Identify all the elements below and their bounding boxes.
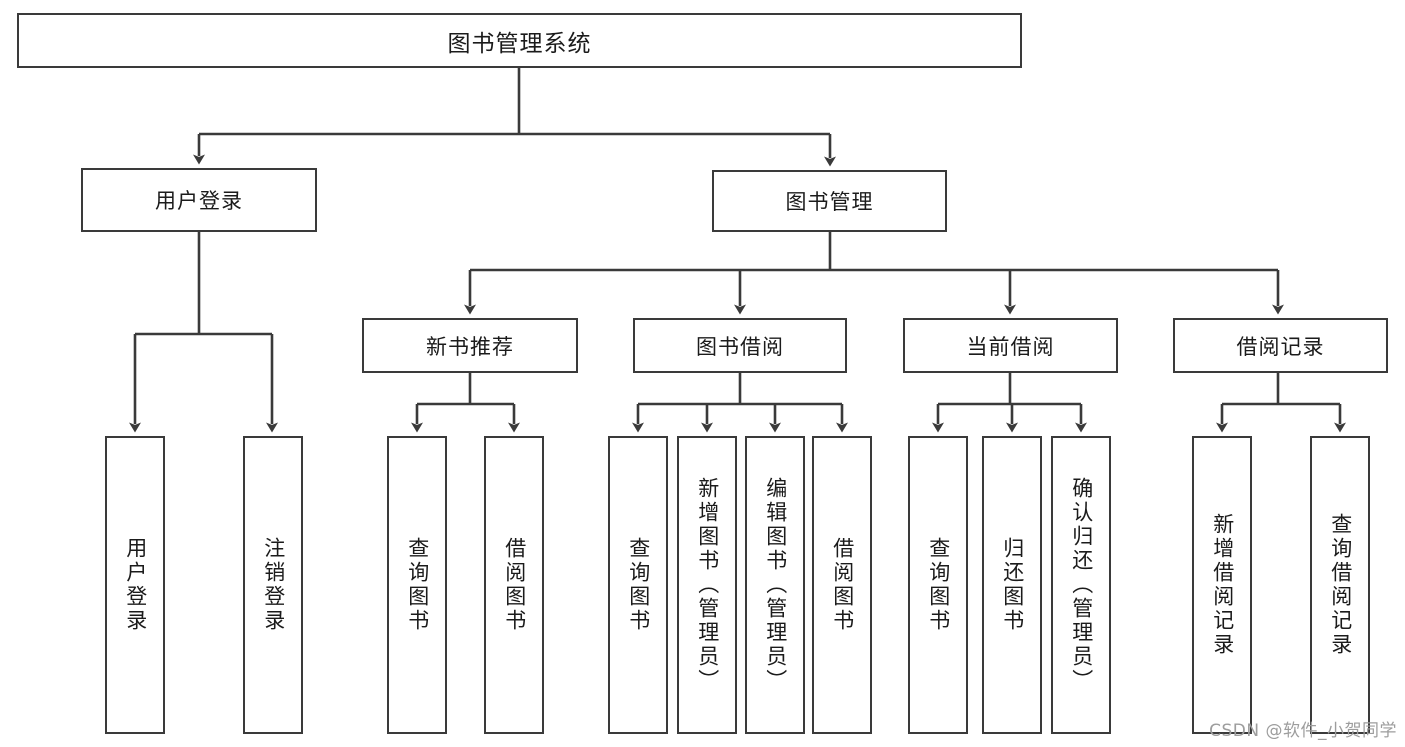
- leaf-node[interactable]: 确认归还（管理员）: [1051, 436, 1111, 734]
- leaf-node[interactable]: 查询图书: [908, 436, 968, 734]
- node-user-login[interactable]: 用户登录: [81, 168, 317, 232]
- leaf-node[interactable]: 注销登录: [243, 436, 303, 734]
- node-root[interactable]: 图书管理系统: [17, 13, 1022, 68]
- watermark-label: CSDN @软件_小贺同学: [1209, 721, 1397, 741]
- leaf-node[interactable]: 查询图书: [608, 436, 668, 734]
- edge-group-new-books: [411, 373, 520, 433]
- edge-group-user-login: [129, 232, 278, 433]
- node-current-borrow[interactable]: 当前借阅: [903, 318, 1118, 373]
- leaf-node[interactable]: 借阅图书: [812, 436, 872, 734]
- edge-group-current-borrow: [932, 373, 1087, 433]
- leaf-node[interactable]: 新增借阅记录: [1192, 436, 1252, 734]
- leaf-node[interactable]: 用户登录: [105, 436, 165, 734]
- edge-group-borrow-books: [632, 373, 848, 433]
- leaf-node[interactable]: 查询借阅记录: [1310, 436, 1370, 734]
- leaf-node[interactable]: 编辑图书（管理员）: [745, 436, 805, 734]
- node-new-book-recommend[interactable]: 新书推荐: [362, 318, 578, 373]
- leaf-node[interactable]: 新增图书（管理员）: [677, 436, 737, 734]
- node-book-management[interactable]: 图书管理: [712, 170, 947, 232]
- edge-group-root: [193, 68, 836, 167]
- leaf-node[interactable]: 借阅图书: [484, 436, 544, 734]
- leaf-node[interactable]: 查询图书: [387, 436, 447, 734]
- node-book-borrow[interactable]: 图书借阅: [633, 318, 847, 373]
- leaf-node[interactable]: 归还图书: [982, 436, 1042, 734]
- edge-group-book-mgmt: [464, 232, 1284, 315]
- edge-group-borrow-records: [1216, 373, 1346, 433]
- node-borrow-record[interactable]: 借阅记录: [1173, 318, 1388, 373]
